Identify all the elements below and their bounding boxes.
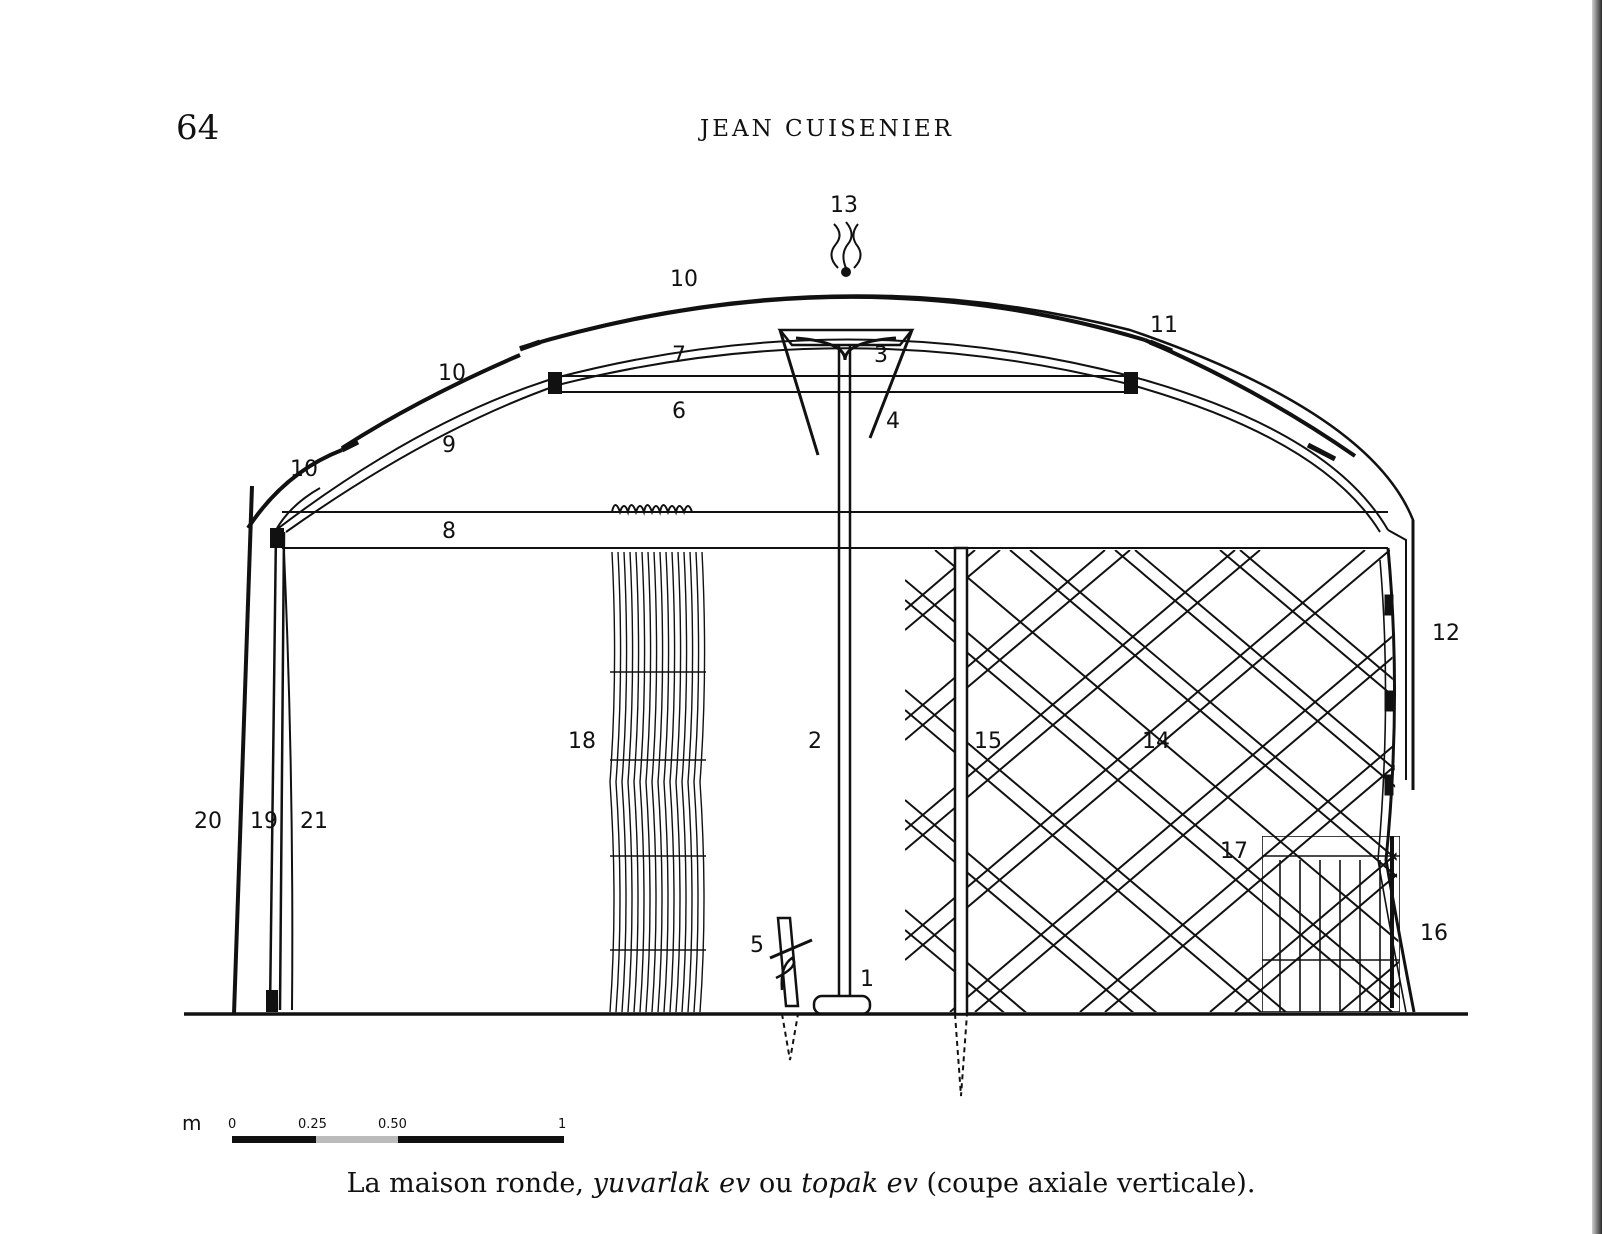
right-wall-skin	[1387, 529, 1407, 780]
label-20: 20	[194, 809, 222, 834]
label-2: 2	[808, 729, 822, 754]
label-18: 18	[568, 729, 596, 754]
caption-term-2: topak ev	[801, 1168, 918, 1199]
beam-joint-left	[548, 372, 562, 394]
label-3: 3	[874, 343, 888, 368]
label-10-bottom: 10	[290, 457, 318, 482]
beam-joint-right	[1124, 372, 1138, 394]
central-pole	[812, 346, 872, 1016]
figure-caption: La maison ronde, yuvarlak ev ou topak ev…	[0, 1168, 1602, 1199]
storage-chest	[1262, 836, 1400, 1012]
label-4: 4	[886, 409, 900, 434]
roof-felt-cover	[246, 294, 1357, 530]
label-21: 21	[300, 809, 328, 834]
tent-stake	[769, 916, 813, 1061]
scale-unit: m	[182, 1111, 201, 1135]
label-6: 6	[672, 399, 686, 424]
scale-bar: m 0 0.25 0.50 1	[182, 1111, 566, 1143]
label-17: 17	[1220, 839, 1248, 864]
left-door-poles	[232, 485, 294, 1015]
label-19: 19	[250, 809, 278, 834]
smoke-hole-knob	[841, 267, 851, 277]
outer-roof-skin	[559, 294, 1415, 780]
page-number: 64	[176, 108, 220, 148]
label-9: 9	[442, 433, 456, 458]
label-8: 8	[442, 519, 456, 544]
roof-ribs	[275, 338, 1389, 533]
label-1: 1	[860, 967, 874, 992]
caption-text-1: La maison ronde,	[346, 1168, 593, 1199]
label-14: 14	[1142, 729, 1170, 754]
scale-tick-025: 0.25	[298, 1117, 327, 1132]
lattice-wall	[905, 550, 1400, 1012]
lattice-rod	[953, 546, 969, 1097]
main-crossbeam	[282, 511, 1388, 549]
caption-text-2: ou	[750, 1168, 802, 1199]
crown-ring	[777, 328, 915, 456]
scale-tick-1: 1	[558, 1117, 566, 1132]
label-10-middle: 10	[438, 361, 466, 386]
label-10-top: 10	[670, 267, 698, 292]
scale-segment-0	[232, 1136, 316, 1143]
label-5: 5	[750, 933, 764, 958]
smoke-hole-icon	[830, 221, 862, 269]
scale-tick-050: 0.50	[378, 1117, 407, 1132]
caption-term-1: yuvarlak ev	[592, 1168, 751, 1199]
running-head: JEAN CUISENIER	[700, 116, 954, 142]
felt-overlaps	[340, 339, 1337, 462]
scale-tick-0: 0	[228, 1117, 236, 1132]
page-edge-shadow	[1592, 0, 1602, 1234]
label-12: 12	[1432, 621, 1460, 646]
label-7: 7	[672, 343, 686, 368]
upper-beam	[558, 375, 1130, 393]
door-post-foot	[266, 990, 278, 1012]
label-11: 11	[1150, 313, 1178, 338]
caption-text-3: (coupe axiale verticale).	[917, 1168, 1256, 1199]
wall-felt-wrap	[1377, 547, 1416, 1013]
reed-screen	[609, 551, 706, 1013]
scale-segment-1	[316, 1136, 398, 1143]
stored-items-on-beam	[611, 504, 693, 516]
label-15: 15	[974, 729, 1002, 754]
scale-segment-2	[398, 1136, 564, 1143]
label-13: 13	[830, 193, 858, 218]
label-16: 16	[1420, 921, 1448, 946]
